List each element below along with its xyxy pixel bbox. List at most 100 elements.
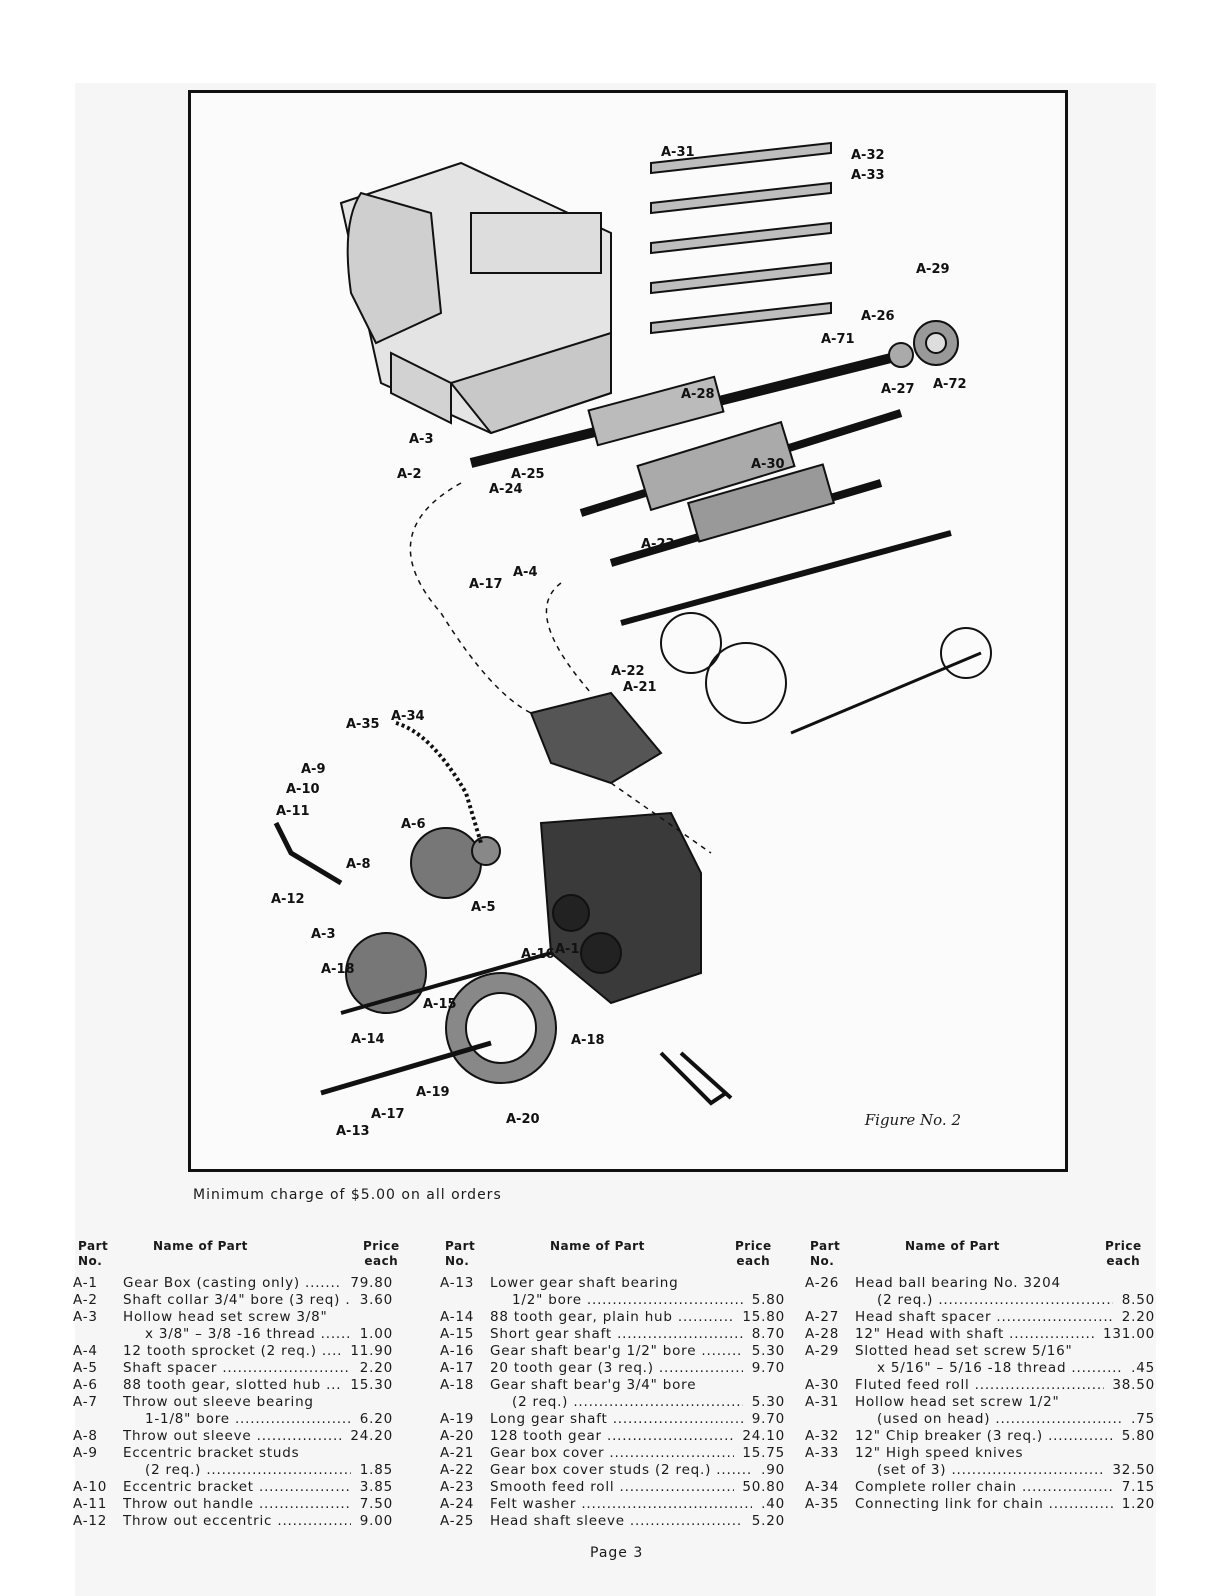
table-row: (2 req.) ...............................… [73,1462,393,1479]
part-number: A-22 [440,1462,475,1478]
part-number: A-34 [805,1479,840,1495]
part-price: 5.30 [751,1394,785,1410]
part-price: 15.75 [742,1445,785,1461]
header-no: No. [810,1254,835,1268]
part-number: A-15 [440,1326,475,1342]
part-price: 3.85 [359,1479,393,1495]
header-no: No. [78,1254,103,1268]
part-price: 24.20 [350,1428,393,1444]
svg-text:A-12: A-12 [271,892,305,907]
svg-text:A-28: A-28 [681,387,715,402]
part-price: 15.80 [742,1309,785,1325]
svg-text:A-24: A-24 [489,482,523,497]
table-row: (used on head) .........................… [805,1411,1155,1428]
part-name: Slotted head set screw 5/16" [855,1343,1073,1359]
part-number: A-4 [73,1343,98,1359]
part-name: Throw out sleeve .......................… [123,1428,342,1444]
svg-text:A-8: A-8 [346,857,371,872]
part-name: 1-1/8" bore ............................… [145,1411,351,1427]
page-number: Page 3 [590,1545,644,1561]
part-name: 88 tooth gear, slotted hub .............… [123,1377,342,1393]
svg-text:A-18: A-18 [571,1033,605,1048]
table-row: 1-1/8" bore ............................… [73,1411,393,1428]
part-name: Eccentric bracket ......................… [123,1479,351,1495]
part-name: Throw out sleeve bearing [123,1394,314,1410]
header-price: Price [363,1239,400,1253]
svg-text:A-11: A-11 [276,804,310,819]
table-row: A-23 Smooth feed roll ...................… [440,1479,785,1496]
part-price: 11.90 [350,1343,393,1359]
header-part: Part [445,1239,476,1253]
svg-text:A-6: A-6 [401,817,426,832]
part-number: A-23 [440,1479,475,1495]
part-name: 20 tooth gear (3 req.) .................… [490,1360,743,1376]
svg-text:A-3: A-3 [409,432,434,447]
part-number: A-13 [440,1275,475,1291]
svg-text:A-5: A-5 [471,900,496,915]
table-row: A-412 tooth sprocket (2 req.) ..........… [73,1343,393,1360]
parts-drawing: A-1 A-2 A-3 A-4 A-23 A-28 A-30 A-29 A-26… [271,141,992,1139]
part-price: 15.30 [350,1377,393,1393]
part-price: 32.50 [1112,1462,1155,1478]
part-number: A-14 [440,1309,475,1325]
part-name: Complete roller chain ..................… [855,1479,1113,1495]
svg-text:A-18: A-18 [321,962,355,977]
part-price: 24.10 [742,1428,785,1444]
table-row: A-7 Throw out sleeve bearing [73,1394,393,1411]
part-name: Lower gear shaft bearing [490,1275,679,1291]
part-price: 7.15 [1121,1479,1155,1495]
part-price: 131.00 [1102,1326,1155,1342]
header-each: each [736,1254,771,1268]
part-name: Smooth feed roll .......................… [490,1479,734,1495]
svg-text:A-16: A-16 [521,947,555,962]
part-name: (used on head) .........................… [877,1411,1122,1427]
svg-text:A-35: A-35 [346,717,380,732]
part-name: Hollow head set screw 1/2" [855,1394,1060,1410]
part-name: Short gear shaft .......................… [490,1326,743,1342]
part-number: A-18 [440,1377,475,1393]
part-name: Eccentric bracket studs [123,1445,300,1461]
svg-text:A-26: A-26 [861,309,895,324]
table-row: A-15 Short gear shaft ...................… [440,1326,785,1343]
part-price: 2.20 [359,1360,393,1376]
part-name: Gear shaft bear'g 1/2" bore ............… [490,1343,743,1359]
part-price: 9.70 [751,1360,785,1376]
part-name: 1/2" bore ..............................… [512,1292,743,1308]
svg-text:A-9: A-9 [301,762,326,777]
part-price: 5.80 [1121,1428,1155,1444]
part-name: Connecting link for chain ..............… [855,1496,1113,1512]
part-price: 2.20 [1121,1309,1155,1325]
table-row: A-8 Throw out sleeve ....................… [73,1428,393,1445]
part-number: A-30 [805,1377,840,1393]
part-number: A-12 [73,1513,108,1529]
part-number: A-6 [73,1377,98,1393]
part-price: 38.50 [1112,1377,1155,1393]
part-name: Shaft spacer ...........................… [123,1360,351,1376]
header-name: Name of Part [905,1239,1000,1253]
part-price: .75 [1131,1411,1155,1427]
part-name: Head shaft spacer ......................… [855,1309,1113,1325]
part-name: Long gear shaft ........................… [490,1411,743,1427]
part-number: A-8 [73,1428,98,1444]
part-price: 79.80 [350,1275,393,1291]
part-number: A-17 [440,1360,475,1376]
part-name: Gear shaft bear'g 3/4" bore [490,1377,697,1393]
exploded-parts-figure: A-1 A-2 A-3 A-4 A-23 A-28 A-30 A-29 A-26… [188,90,1068,1172]
svg-text:A-34: A-34 [391,709,425,724]
part-number: A-7 [73,1394,98,1410]
part-number: A-26 [805,1275,840,1291]
part-number: A-3 [73,1309,98,1325]
